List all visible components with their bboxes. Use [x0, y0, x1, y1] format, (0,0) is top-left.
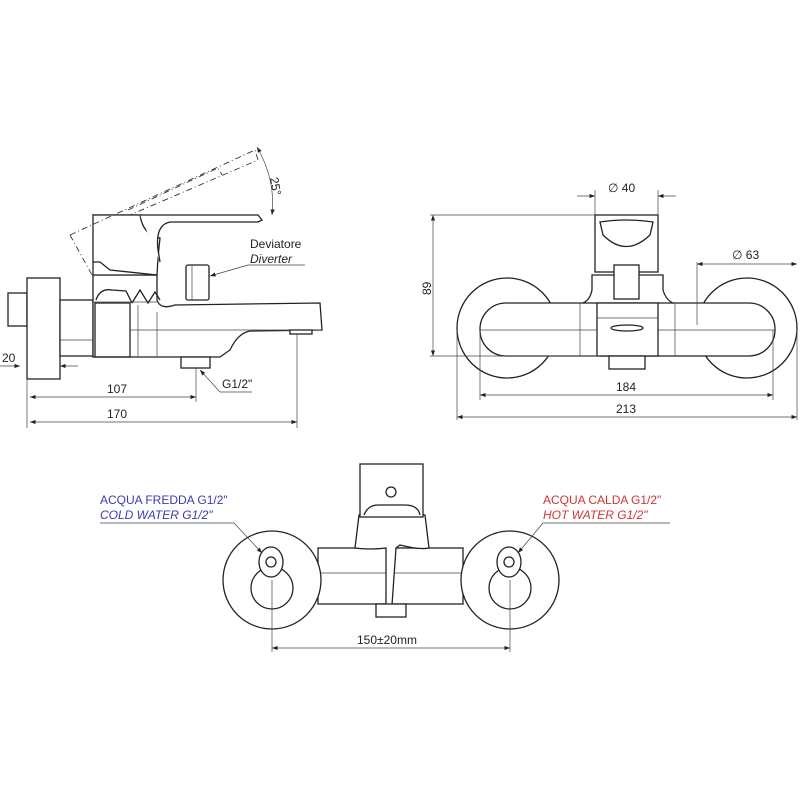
dim-inner-width: 184 [616, 380, 636, 394]
dim-wall: 20 [2, 351, 16, 365]
hot-label-it: ACQUA CALDA G1/2" [543, 493, 661, 507]
outlet-label: G1/2" [222, 377, 252, 391]
angle-label: 25° [267, 176, 284, 196]
bottom-view: ACQUA FREDDA G1/2" COLD WATER G1/2" ACQU… [100, 463, 670, 652]
faucet-side-outline [7, 149, 323, 380]
diverter-label-en: Diverter [250, 252, 293, 266]
dim-total-width: 213 [616, 402, 636, 416]
dim-cap-diameter: ∅ 40 [608, 181, 635, 195]
hot-label-en: HOT WATER G1/2" [543, 508, 648, 522]
side-view: 25° Deviatore Diverter G1/2" 20 107 170 [0, 146, 323, 428]
dim-outlet: 107 [107, 382, 127, 396]
cold-label-it: ACQUA FREDDA G1/2" [100, 493, 228, 507]
angle-arc [256, 146, 275, 216]
hot-leader [517, 522, 670, 554]
dim-total: 170 [107, 407, 127, 421]
dim-height: 89 [420, 281, 434, 295]
faucet-front-outline [456, 214, 798, 379]
cold-label-en: COLD WATER G1/2" [100, 508, 213, 522]
dim-flange-diameter: ∅ 63 [732, 248, 759, 262]
diverter-label-it: Deviatore [250, 237, 302, 251]
dim-centers: 150±20mm [357, 633, 417, 647]
diverter-leader [209, 264, 305, 277]
faucet-bottom-outline [222, 463, 560, 630]
outlet-leader [199, 369, 252, 393]
front-view: ∅ 40 89 ∅ 63 184 213 [420, 181, 798, 420]
cold-leader [100, 522, 263, 554]
